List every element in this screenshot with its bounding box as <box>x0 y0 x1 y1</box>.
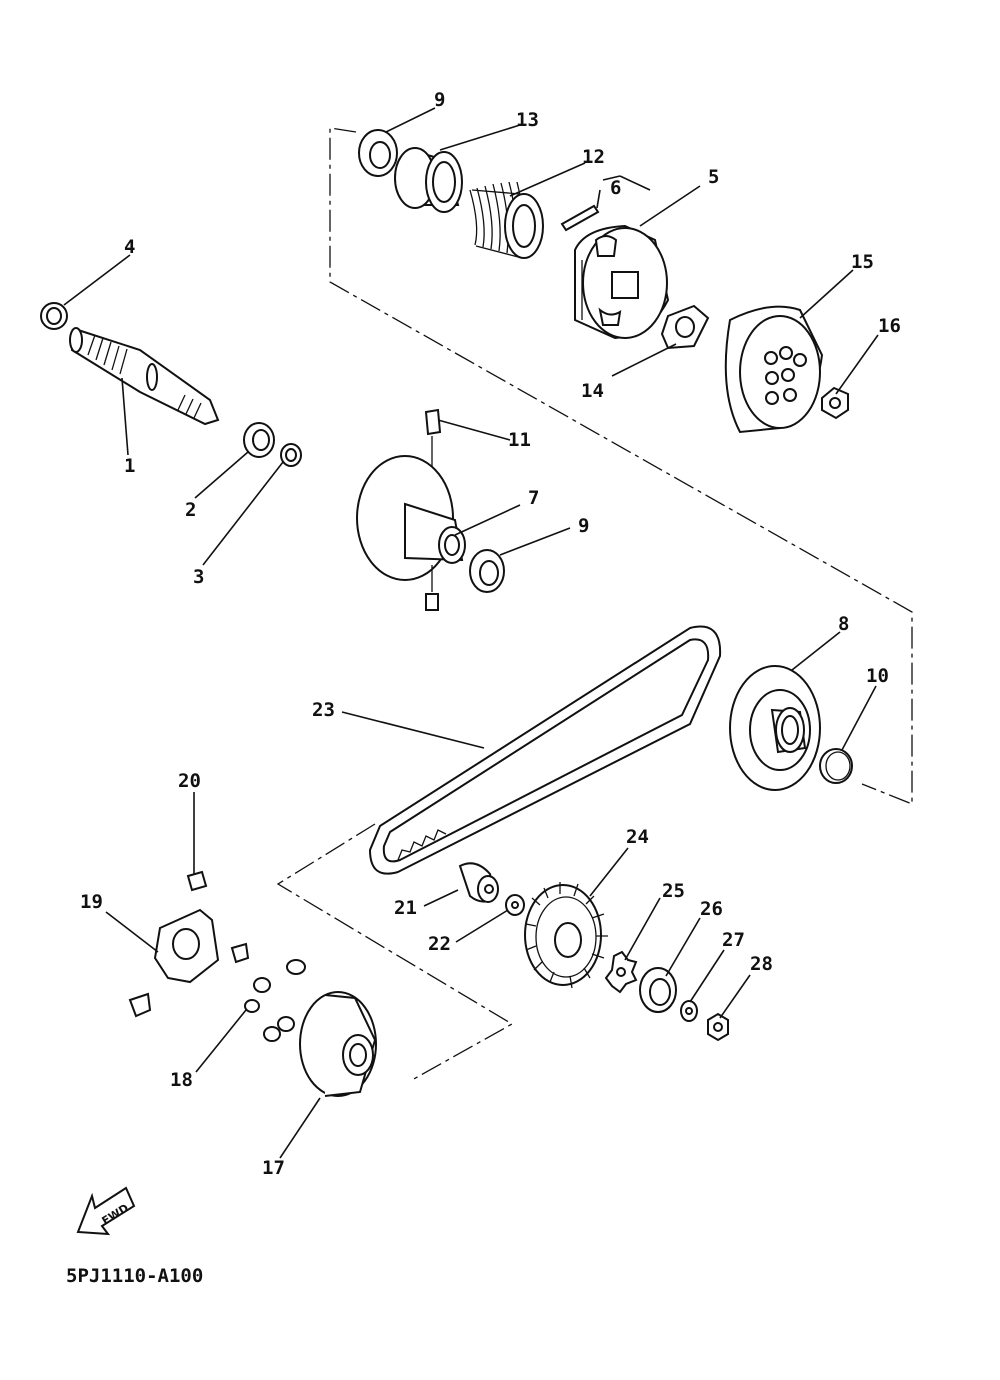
weight <box>286 959 306 975</box>
weight <box>263 1026 281 1042</box>
callout-17: 17 <box>262 1157 285 1179</box>
diagram-part-code: 5PJ1110-A100 <box>66 1265 203 1287</box>
oil-seal <box>358 129 398 177</box>
washer <box>680 1000 698 1022</box>
callout-9-upper: 9 <box>434 89 445 111</box>
callout-19: 19 <box>80 891 103 913</box>
callout-9-lower: 9 <box>578 515 589 537</box>
forward-direction-arrow-icon: FWD <box>76 1186 136 1236</box>
slider <box>128 992 152 1018</box>
callout-2: 2 <box>185 499 196 521</box>
v-belt <box>368 625 722 875</box>
oil-seal <box>280 443 302 467</box>
callout-27: 27 <box>722 929 745 951</box>
callout-4: 4 <box>124 236 135 258</box>
primary-fixed-sheave <box>356 455 466 581</box>
clutch-group-boundary <box>329 127 913 805</box>
primary-sliding-sheave <box>524 882 608 989</box>
callout-7: 7 <box>528 487 539 509</box>
weight <box>244 999 260 1013</box>
o-ring <box>819 748 853 784</box>
callout-22: 22 <box>428 933 451 955</box>
compression-spring <box>469 181 544 259</box>
primary-shaft <box>69 327 220 426</box>
leader-lines <box>63 107 879 1159</box>
nut <box>821 386 849 420</box>
callout-18: 18 <box>170 1069 193 1091</box>
callout-20: 20 <box>178 770 201 792</box>
collar <box>458 862 499 903</box>
callout-16: 16 <box>878 315 901 337</box>
callout-1: 1 <box>124 455 135 477</box>
clutch-housing <box>724 305 824 434</box>
bearing <box>40 302 68 330</box>
grease-nipple <box>425 565 439 611</box>
callout-6: 6 <box>610 177 621 199</box>
pin <box>560 204 600 232</box>
primary-sliding-sheave-cover <box>299 991 377 1097</box>
callout-24: 24 <box>626 826 649 848</box>
primary-group-boundary <box>276 823 514 1081</box>
callout-10: 10 <box>866 665 889 687</box>
callout-28: 28 <box>750 953 773 975</box>
callout-25: 25 <box>662 880 685 902</box>
callout-12: 12 <box>582 146 605 168</box>
one-way-clutch <box>639 967 677 1013</box>
callout-14: 14 <box>581 380 604 402</box>
callout-21: 21 <box>394 897 417 919</box>
callout-8: 8 <box>838 613 849 635</box>
weight <box>253 977 271 993</box>
cam <box>153 908 220 984</box>
callout-15: 15 <box>851 251 874 273</box>
guide-collar <box>394 147 463 213</box>
secondary-sheave <box>729 665 821 791</box>
callout-11: 11 <box>508 429 531 451</box>
callout-3: 3 <box>193 566 204 588</box>
callout-labels: 1 2 3 4 5 6 7 8 9 9 10 11 12 13 14 15 16… <box>80 89 901 1179</box>
washer <box>505 894 525 916</box>
slider <box>230 942 250 964</box>
nut <box>660 304 710 350</box>
oil-seal <box>469 549 505 593</box>
nut <box>707 1012 729 1042</box>
callout-26: 26 <box>700 898 723 920</box>
clutch-carrier <box>574 224 670 340</box>
weight <box>277 1016 295 1032</box>
callout-23: 23 <box>312 699 335 721</box>
callout-5: 5 <box>708 166 719 188</box>
spacer <box>604 950 638 994</box>
slider <box>186 870 208 892</box>
callout-13: 13 <box>516 109 539 131</box>
bearing <box>243 422 275 458</box>
